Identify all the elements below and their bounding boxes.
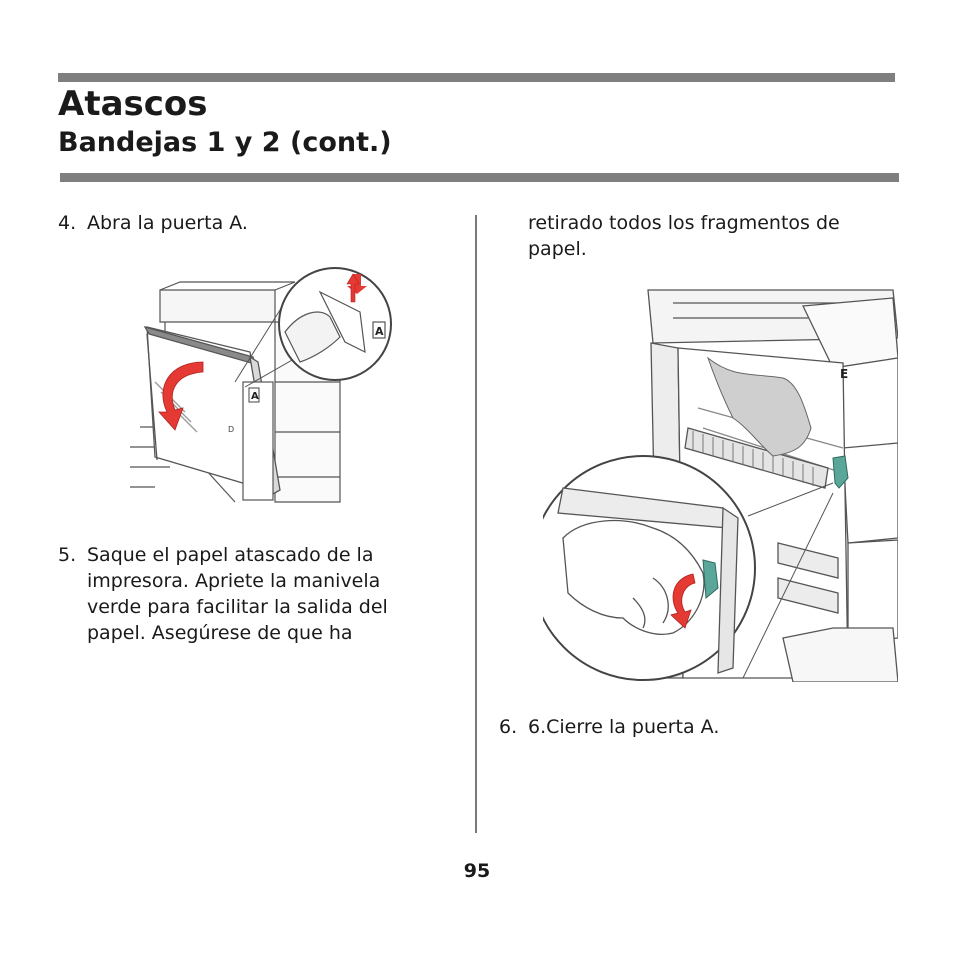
header-rule-bottom bbox=[60, 173, 899, 182]
step-4: 4. Abra la puerta A. bbox=[58, 210, 438, 236]
step-6-number: 6. bbox=[499, 716, 518, 738]
rotate-direction-arrow bbox=[670, 573, 696, 629]
green-handle-zoomed bbox=[702, 559, 719, 600]
step-6: 6. 6.Cierre la puerta A. bbox=[499, 714, 879, 740]
header-rule-top bbox=[58, 73, 895, 82]
step-5-continuation: retirado todos los fragmentos de papel. bbox=[528, 212, 840, 260]
door-label-d: D bbox=[228, 425, 234, 434]
door-label-e: E bbox=[840, 367, 848, 381]
step-4-text: Abra la puerta A. bbox=[87, 212, 248, 234]
jammed-paper bbox=[706, 356, 812, 457]
open-direction-arrow bbox=[158, 361, 204, 431]
step-6-text: 6.Cierre la puerta A. bbox=[528, 716, 720, 738]
remove-jammed-paper-illustration: E bbox=[543, 289, 898, 682]
page-number: 95 bbox=[463, 860, 491, 882]
step-5-number: 5. bbox=[58, 544, 77, 566]
page-title: Atascos bbox=[58, 84, 208, 124]
green-handle bbox=[832, 455, 849, 489]
step-5: 5. Saque el papel atascado de la impreso… bbox=[58, 542, 438, 646]
door-label-a: A bbox=[251, 391, 259, 402]
page-subtitle: Bandejas 1 y 2 (cont.) bbox=[58, 127, 392, 158]
zoom-label-a: A bbox=[375, 325, 384, 338]
step-4-number: 4. bbox=[58, 212, 77, 234]
column-divider bbox=[475, 215, 477, 833]
pull-up-arrow bbox=[346, 273, 360, 303]
step-5-text: Saque el papel atascado de la impresora.… bbox=[87, 544, 388, 644]
open-door-a-illustration: A D A bbox=[130, 267, 392, 503]
